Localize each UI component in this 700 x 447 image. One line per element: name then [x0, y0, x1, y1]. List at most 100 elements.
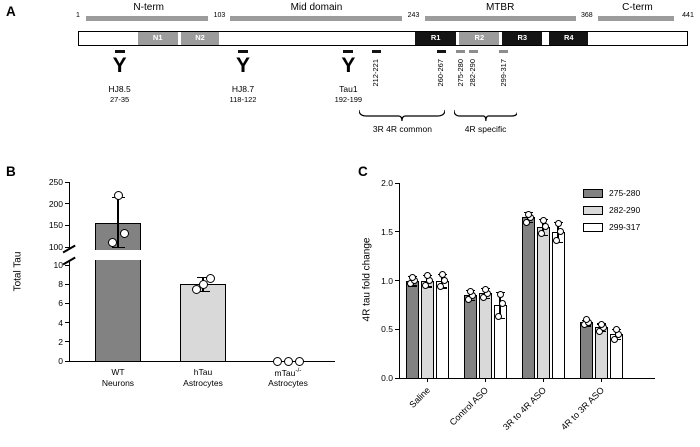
antibody-symbol: Y [341, 54, 356, 77]
domain-region-label: C-term [622, 2, 653, 13]
y-tick [65, 360, 69, 362]
panel-a-label: A [6, 4, 16, 19]
data-point [421, 281, 429, 289]
data-point [464, 295, 472, 303]
probe-site-tick [468, 50, 478, 53]
residue-ruler-bar [86, 16, 209, 21]
epitope-group-brace [453, 109, 519, 122]
data-point [582, 316, 590, 323]
data-point [294, 356, 304, 366]
y-tick-label: 8 [58, 279, 63, 290]
antibody-name: Tau1 [339, 84, 358, 94]
data-point [272, 356, 282, 366]
y-tick-label: 0.0 [381, 373, 393, 383]
y-axis-label: 4R tau fold change [361, 237, 373, 322]
residue-ruler-bar [424, 16, 576, 21]
y-axis-lower-segment [69, 261, 71, 362]
y-axis-upper-segment [69, 182, 71, 249]
x-category-label: 3R to 4R ASO [501, 385, 549, 433]
brace-label: 4R specific [464, 124, 507, 134]
residue-number: 1 [76, 12, 80, 19]
bar [405, 280, 419, 379]
data-point [537, 230, 545, 238]
data-point [438, 271, 446, 279]
data-point [610, 335, 618, 343]
bar [536, 226, 550, 379]
antibody-epitope-tick [343, 50, 354, 53]
y-tick-label: 150 [48, 220, 63, 231]
data-point [524, 210, 532, 218]
y-axis [399, 183, 401, 379]
data-point [556, 228, 564, 236]
legend-swatch [583, 222, 603, 232]
data-point [436, 282, 444, 290]
bar-break-gap [93, 249, 143, 260]
y-tick [65, 341, 69, 343]
y-tick [395, 280, 399, 282]
brace-label: 3R 4R common [372, 124, 432, 134]
y-tick [65, 246, 69, 248]
antibody-epitope: 118-122 [229, 95, 257, 104]
legend-swatch [583, 188, 603, 198]
antibody-symbol: Y [112, 54, 127, 77]
data-point [423, 272, 431, 280]
probe-site-tick [499, 50, 509, 53]
legend-entry: 282-290 [583, 205, 640, 215]
y-tick-label: 1.5 [381, 226, 393, 237]
data-point [107, 238, 117, 248]
protein-segment-n1: N1 [137, 32, 178, 45]
legend-label: 299-317 [609, 222, 641, 232]
bar [435, 280, 449, 379]
bar [478, 293, 492, 379]
antibody-epitope-tick [114, 50, 125, 53]
panel-b-label: B [6, 164, 16, 179]
data-point [597, 320, 605, 328]
error-bar [117, 197, 119, 247]
bar [463, 295, 477, 379]
protein-segment-r3: R3 [502, 32, 543, 45]
y-tick-label: 2.0 [381, 178, 393, 188]
data-point [496, 290, 504, 298]
data-point [554, 220, 562, 228]
residue-number: 103 [213, 12, 226, 19]
error-cap [111, 247, 125, 249]
data-point [198, 279, 208, 289]
data-point [498, 300, 506, 308]
y-tick [395, 182, 399, 184]
data-point [612, 325, 620, 333]
domain-region-label: Mid domain [290, 2, 343, 13]
residue-ruler-bar [230, 16, 403, 21]
antibody-epitope-tick [237, 50, 248, 53]
data-point [479, 293, 487, 301]
protein-segment-r2: R2 [459, 32, 500, 45]
x-category-label: Neurons [101, 378, 135, 388]
probe-site-label: 299-317 [498, 59, 508, 87]
x-category-label: mTau-/- [274, 367, 302, 378]
bar [579, 322, 593, 379]
data-point [119, 228, 129, 238]
y-tick [65, 264, 69, 266]
x-category-label: Control ASO [447, 385, 491, 428]
data-point [440, 277, 448, 284]
data-point [595, 327, 603, 335]
y-tick-label: 6 [58, 298, 63, 309]
epitope-group-brace [358, 109, 446, 122]
bar [551, 231, 565, 379]
legend-label: 275-280 [609, 188, 641, 198]
data-point [541, 223, 549, 231]
x-category-label: hTau [193, 367, 213, 377]
domain-region-label: N-term [133, 2, 164, 13]
x-category-label: Saline [407, 385, 433, 410]
antibody-name: HJ8.7 [231, 84, 255, 94]
data-point [539, 216, 547, 224]
protein-segment-n2: N2 [180, 32, 220, 45]
data-point [191, 284, 201, 294]
protein-segment-r1: R1 [414, 32, 457, 45]
probe-site-label: 260-267 [436, 59, 446, 87]
residue-number: 441 [682, 12, 694, 19]
data-point [494, 313, 502, 321]
error-cap [196, 290, 210, 293]
